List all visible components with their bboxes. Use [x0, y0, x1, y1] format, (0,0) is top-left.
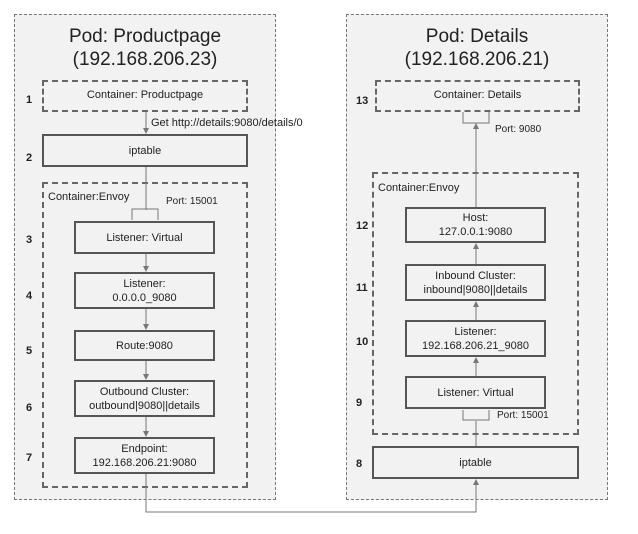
pod-productpage-title: Pod: Productpage: [68, 26, 222, 47]
listener-virtual-box-left-label: Listener: Virtual: [106, 231, 183, 244]
step-number-12: 12: [356, 220, 369, 232]
step-number-3: 3: [26, 234, 33, 246]
port-bracket-right: [462, 410, 490, 421]
listener-virtual-box-right-label: Listener: Virtual: [437, 386, 514, 399]
port-bracket-top: [462, 112, 490, 124]
listener-virtual-box-left: Listener: Virtual: [74, 221, 215, 254]
pod-productpage-ip: (192.168.206.23): [72, 49, 218, 70]
outbound-cluster-box: Outbound Cluster: outbound|9080||details: [74, 380, 215, 417]
host-box-label: Host: 127.0.0.1:9080: [438, 212, 513, 238]
pod-details-title: Pod: Details: [425, 26, 529, 47]
route-box-label: Route:9080: [116, 339, 173, 352]
route-box: Route:9080: [74, 330, 215, 361]
container-details-label: Container: Details: [433, 89, 522, 101]
inbound-cluster-box-label: Inbound Cluster: inbound|9080||details: [423, 269, 528, 296]
listener-192-box-label: Listener: 192.168.206.21_9080: [421, 325, 530, 352]
iptable-box-left: iptable: [42, 134, 248, 167]
port-15001-right-label: Port: 15001: [497, 410, 549, 421]
step-number-11: 11: [356, 282, 368, 294]
iptable-box-right: iptable: [372, 446, 579, 479]
listener-0000-box-label: Listener: 0.0.0.0_9080: [112, 277, 177, 304]
step-number-8: 8: [356, 458, 363, 470]
step-number-10: 10: [356, 336, 369, 348]
arrow-7-8: [145, 474, 479, 513]
listener-192-box: Listener: 192.168.206.21_9080: [405, 320, 546, 357]
container-envoy-left-label: Container:Envoy: [48, 191, 130, 203]
step-number-2: 2: [26, 152, 33, 164]
request-label: Get http://details:9080/details/0: [151, 117, 303, 129]
container-productpage: [42, 80, 248, 112]
outbound-cluster-box-label: Outbound Cluster: outbound|9080||details: [89, 385, 200, 412]
step-number-4: 4: [26, 290, 33, 302]
container-productpage-label: Container: Productpage: [86, 89, 204, 101]
host-box: Host: 127.0.0.1:9080: [405, 207, 546, 243]
step-number-9: 9: [356, 397, 363, 409]
iptable-box-left-label: iptable: [128, 144, 162, 157]
listener-virtual-box-right: Listener: Virtual: [405, 376, 546, 409]
step-number-13: 13: [356, 95, 369, 107]
inbound-cluster-box: Inbound Cluster: inbound|9080||details: [405, 264, 546, 301]
container-details: [375, 80, 580, 112]
pod-details-ip: (192.168.206.21): [404, 49, 550, 70]
port-9080-label: Port: 9080: [495, 124, 542, 135]
container-envoy-left: [42, 182, 248, 488]
endpoint-box-label: Endpoint: 192.168.206.21:9080: [92, 442, 197, 469]
listener-0000-box: Listener: 0.0.0.0_9080: [74, 272, 215, 309]
step-number-1: 1: [26, 94, 33, 106]
port-15001-left-label: Port: 15001: [166, 196, 218, 207]
endpoint-box: Endpoint: 192.168.206.21:9080: [74, 437, 215, 474]
container-envoy-right-label: Container:Envoy: [378, 182, 460, 194]
step-number-5: 5: [26, 345, 33, 357]
port-bracket-left: [131, 208, 159, 220]
iptable-box-right-label: iptable: [459, 456, 492, 469]
step-number-6: 6: [26, 402, 33, 414]
step-number-7: 7: [26, 452, 33, 464]
